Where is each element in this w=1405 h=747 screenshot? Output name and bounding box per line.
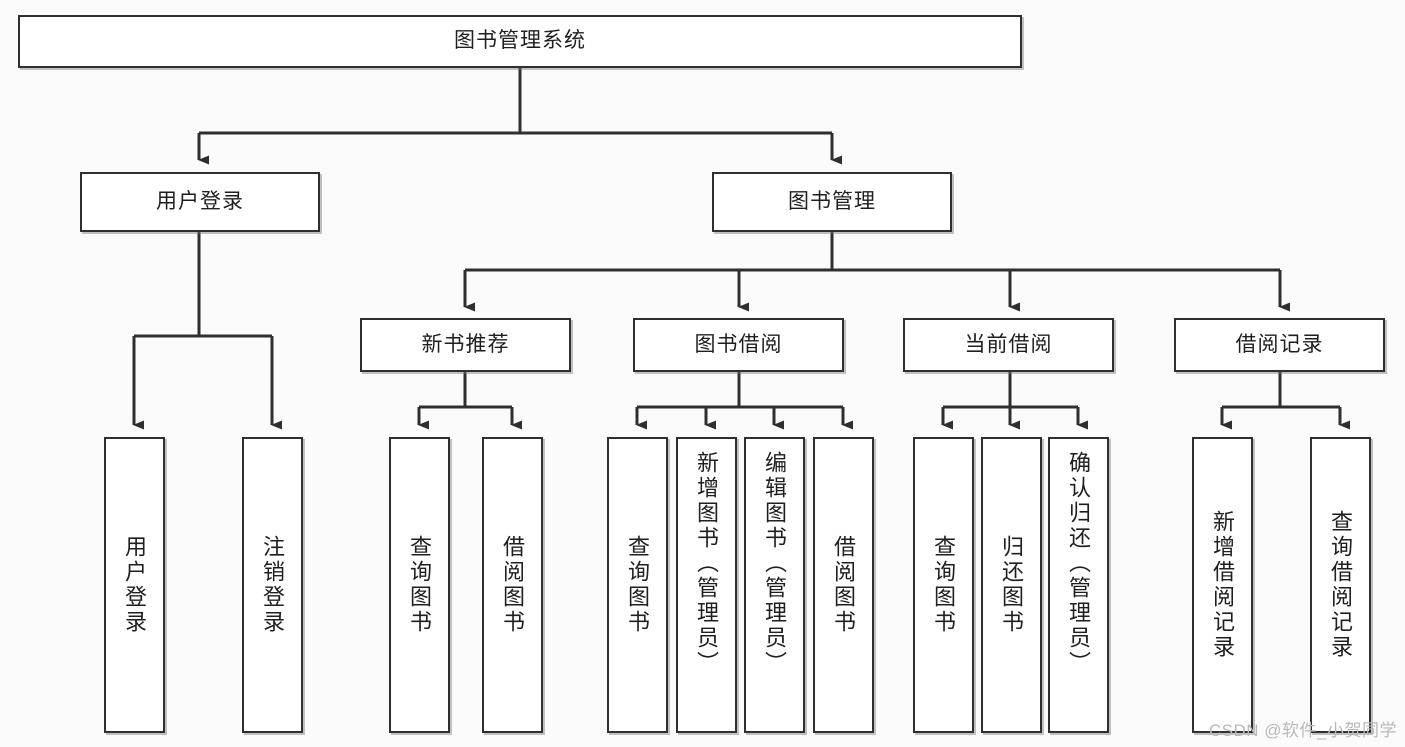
node-leaf-borrow-book-2[interactable]: 借阅图书 xyxy=(813,437,874,733)
node-leaf-borrow-book-2-label: 借阅图书 xyxy=(831,535,857,635)
node-leaf-add-record-label: 新增借阅记录 xyxy=(1210,510,1236,660)
node-user-login[interactable]: 用户登录 xyxy=(80,172,320,232)
node-leaf-query-record[interactable]: 查询借阅记录 xyxy=(1310,437,1371,733)
node-current-borrow-label: 当前借阅 xyxy=(964,332,1053,356)
node-leaf-return-book[interactable]: 归还图书 xyxy=(981,437,1042,733)
node-leaf-confirm-return-label: 确认归还（管理员） xyxy=(1066,451,1092,676)
node-leaf-user-login-label: 用户登录 xyxy=(122,535,148,635)
node-leaf-logout[interactable]: 注销登录 xyxy=(242,437,303,733)
node-leaf-add-book-label: 新增图书（管理员） xyxy=(694,451,720,676)
watermark: CSDN @软件_小贺同学 xyxy=(1208,721,1397,740)
node-root[interactable]: 图书管理系统 xyxy=(18,15,1022,68)
node-borrow-record[interactable]: 借阅记录 xyxy=(1174,318,1385,372)
node-leaf-borrow-book-1[interactable]: 借阅图书 xyxy=(482,437,543,733)
node-leaf-edit-book-label: 编辑图书（管理员） xyxy=(762,451,788,676)
node-leaf-edit-book[interactable]: 编辑图书（管理员） xyxy=(744,437,805,733)
node-current-borrow[interactable]: 当前借阅 xyxy=(903,318,1114,372)
node-new-book-recommend-label: 新书推荐 xyxy=(421,332,510,356)
node-borrow-record-label: 借阅记录 xyxy=(1235,332,1324,356)
node-leaf-query-record-label: 查询借阅记录 xyxy=(1328,510,1354,660)
node-leaf-confirm-return[interactable]: 确认归还（管理员） xyxy=(1048,437,1109,733)
node-leaf-query-book-1[interactable]: 查询图书 xyxy=(389,437,450,733)
node-leaf-query-book-1-label: 查询图书 xyxy=(407,535,433,635)
node-leaf-query-book-2[interactable]: 查询图书 xyxy=(607,437,668,733)
node-leaf-logout-label: 注销登录 xyxy=(260,535,286,635)
node-leaf-borrow-book-1-label: 借阅图书 xyxy=(500,535,526,635)
node-leaf-add-record[interactable]: 新增借阅记录 xyxy=(1192,437,1253,733)
node-book-manage-label: 图书管理 xyxy=(788,189,876,213)
node-book-borrow[interactable]: 图书借阅 xyxy=(633,318,844,372)
node-leaf-query-book-3[interactable]: 查询图书 xyxy=(913,437,974,733)
node-user-login-label: 用户登录 xyxy=(156,189,244,213)
node-root-label: 图书管理系统 xyxy=(454,29,586,53)
node-leaf-query-book-2-label: 查询图书 xyxy=(625,535,651,635)
node-book-manage[interactable]: 图书管理 xyxy=(712,172,952,232)
node-leaf-add-book[interactable]: 新增图书（管理员） xyxy=(676,437,737,733)
node-leaf-return-book-label: 归还图书 xyxy=(999,535,1025,635)
node-leaf-user-login[interactable]: 用户登录 xyxy=(104,437,165,733)
node-leaf-query-book-3-label: 查询图书 xyxy=(931,535,957,635)
node-new-book-recommend[interactable]: 新书推荐 xyxy=(360,318,571,372)
node-book-borrow-label: 图书借阅 xyxy=(694,332,783,356)
